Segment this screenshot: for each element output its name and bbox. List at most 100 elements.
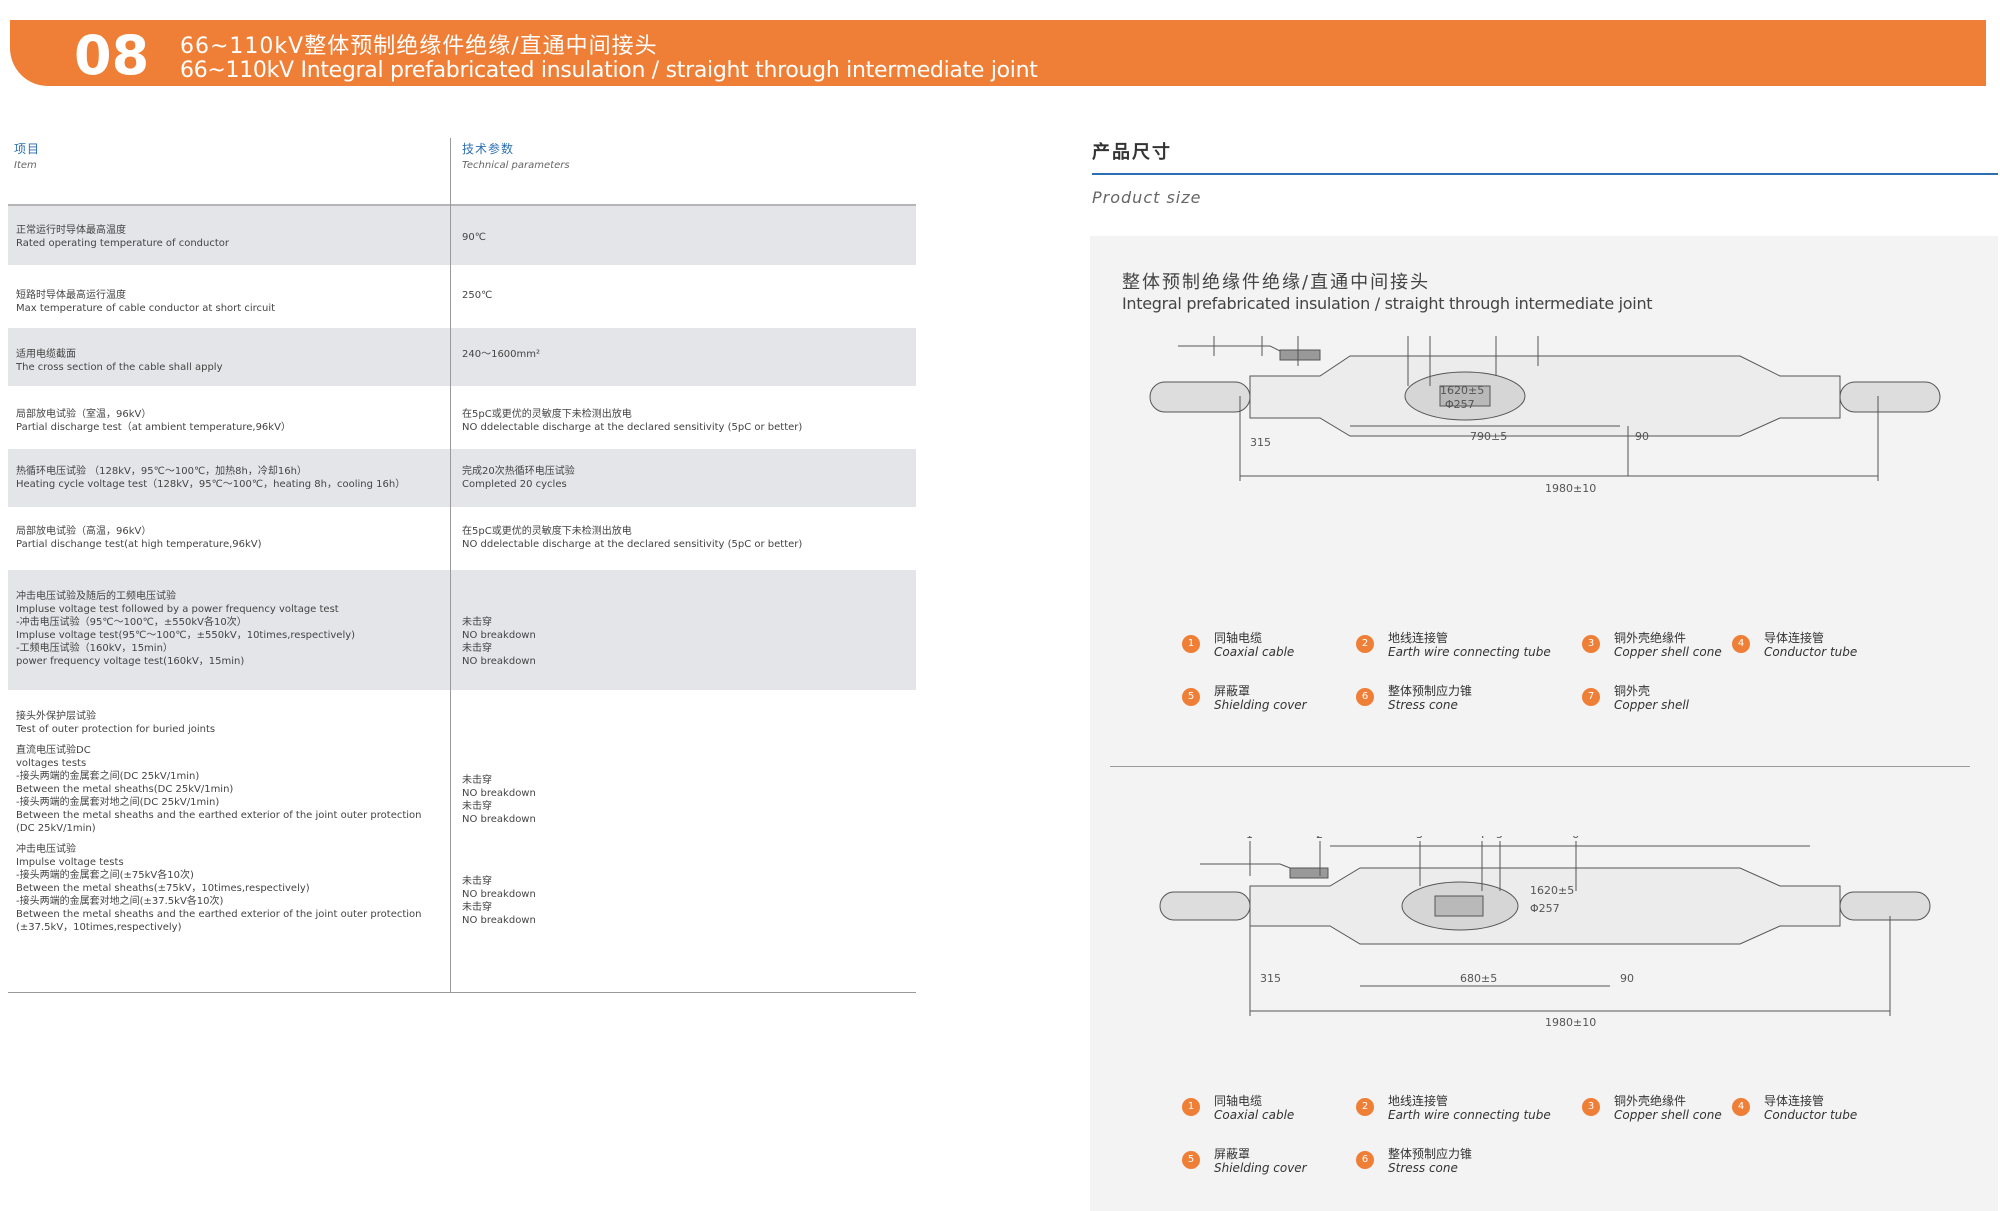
table-row: 局部放电试验（高温，96kV） Partial dischange test(a…	[8, 509, 916, 570]
row-item-en: Rated operating temperature of conductor	[16, 238, 230, 249]
legend-label-zh: 同轴电缆	[1214, 631, 1263, 645]
legend-label-zh: 整体预制应力锥	[1388, 1147, 1473, 1161]
row-line: Impulse voltage tests	[16, 857, 124, 868]
legend-label-zh: 铜外壳	[1614, 684, 1651, 698]
dim-dia: Φ257	[1445, 398, 1475, 411]
row-value: 未击穿	[462, 876, 492, 887]
row-line: -接头两端的金属套之间(±75kV各10次)	[16, 870, 194, 881]
table-bottom-rule	[8, 992, 916, 993]
row-line: power frequency voltage test(160kV，15min…	[16, 656, 245, 667]
callout: 4	[1478, 836, 1485, 841]
table-column-divider	[450, 138, 451, 993]
legend-label-zh: 同轴电缆	[1214, 1094, 1263, 1108]
row-value: NO breakdown	[462, 889, 536, 900]
row-line: (±37.5kV，10times,respectively)	[16, 922, 182, 933]
legend-label-en: Copper shell	[1614, 698, 1689, 712]
legend-number-badge: 1	[1182, 635, 1200, 653]
row-line: Impluse voltage test followed by a power…	[16, 604, 339, 615]
page-title-en: 66~110kV Integral prefabricated insulati…	[180, 58, 1038, 83]
legend-number-badge: 3	[1582, 1098, 1600, 1116]
table-row: 热循环电压试验 （128kV，95℃～100℃，加热8h，冷却16h） Heat…	[8, 449, 916, 509]
legend-label-zh: 屏蔽罩	[1214, 684, 1251, 698]
row-value: 未击穿	[462, 617, 492, 628]
dim-total: 1980±10	[1545, 1016, 1596, 1029]
technical-parameters-table: 项目 Item 技术参数 Technical parameters 正常运行时导…	[8, 130, 916, 993]
legend-label-en: Earth wire connecting tube	[1388, 645, 1551, 659]
joint-drawing-1: 1620±5 Φ257 1980±10 790±5 90 315 1 2 3 4…	[1149, 336, 1941, 495]
row-line: (DC 25kV/1min)	[16, 823, 96, 834]
legend-number-badge: 4	[1732, 1098, 1750, 1116]
row-item-en: The cross section of the cable shall app…	[16, 362, 223, 373]
legend-label-en: Copper shell cone	[1614, 645, 1722, 659]
dim-left: 315	[1260, 972, 1281, 985]
col-param-zh: 技术参数	[462, 142, 515, 156]
row-line: 直流电压试验DC	[16, 745, 91, 756]
row-value-zh: 完成20次热循环电压试验	[462, 466, 575, 477]
product-size-subtitle: Product size	[1092, 188, 1202, 207]
row-value-en: Completed 20 cycles	[462, 479, 567, 490]
dim-total: 1980±10	[1545, 482, 1596, 495]
legend-number-badge: 2	[1356, 1098, 1374, 1116]
legend-label-zh: 地线连接管	[1388, 1094, 1449, 1108]
row-line: Between the metal sheaths and the earthe…	[16, 909, 422, 920]
row-line: Between the metal sheaths(DC 25kV/1min)	[16, 784, 234, 795]
table-row: 适用电缆截面 The cross section of the cable sh…	[8, 328, 916, 388]
row-line: 冲击电压试验	[16, 844, 76, 855]
row-item-en: Partial discharge test（at ambient temper…	[16, 422, 291, 433]
row-item-zh: 适用电缆截面	[16, 349, 76, 360]
legend-label-en: Stress cone	[1388, 1161, 1458, 1175]
row-value: 90℃	[462, 232, 486, 243]
legend-label-zh: 整体预制应力锥	[1388, 684, 1473, 698]
dim-mid: 680±5	[1460, 972, 1497, 985]
legend-number-badge: 5	[1182, 1151, 1200, 1169]
legend-label-en: Coaxial cable	[1214, 1108, 1295, 1122]
row-value: NO breakdown	[462, 788, 536, 799]
row-line: 接头外保护层试验	[16, 711, 96, 722]
row-line: Test of outer protection for buried join…	[16, 724, 216, 735]
row-line: -接头两端的金属套对地之间(±37.5kV各10次)	[16, 896, 224, 907]
row-item-zh: 短路时导体最高运行温度	[16, 290, 126, 301]
dim-right: 90	[1635, 430, 1649, 443]
diagram-title-zh: 整体预制绝缘件绝缘/直通中间接头	[1122, 272, 1431, 293]
row-value: 未击穿	[462, 775, 492, 786]
legend-number-badge: 6	[1356, 688, 1374, 706]
legend-number-badge: 4	[1732, 635, 1750, 653]
dim-upper: 1620±5	[1530, 884, 1574, 897]
legend-label-zh: 铜外壳绝缘件	[1614, 1094, 1687, 1108]
row-item-en: Max temperature of cable conductor at sh…	[16, 303, 276, 314]
col-item-en: Item	[14, 160, 37, 171]
legend-label-zh: 导体连接管	[1764, 1094, 1825, 1108]
row-value: NO breakdown	[462, 630, 536, 641]
row-value-en: NO ddelectable discharge at the declared…	[462, 422, 803, 433]
product-size-title: 产品尺寸	[1092, 142, 1172, 163]
table-row: 冲击电压试验及随后的工频电压试验 Impluse voltage test fo…	[8, 570, 916, 692]
row-value: 240～1600mm²	[462, 349, 541, 360]
legend-label-en: Conductor tube	[1764, 1108, 1858, 1122]
joint-drawing-2: 1620±5 Φ257 1980±10 680±5 90 315 1 2 3 4…	[1159, 836, 1931, 1029]
callout: 6	[1572, 836, 1579, 841]
row-item-zh: 热循环电压试验 （128kV，95℃～100℃，加热8h，冷却16h）	[16, 466, 307, 477]
legend-number-badge: 3	[1582, 635, 1600, 653]
dim-right: 90	[1620, 972, 1634, 985]
legend-label-en: Stress cone	[1388, 698, 1458, 712]
row-value: 250℃	[462, 290, 493, 301]
legend-label-en: Earth wire connecting tube	[1388, 1108, 1551, 1122]
legend-label-zh: 导体连接管	[1764, 631, 1825, 645]
callout: 1	[1246, 836, 1253, 841]
row-item-zh: 局部放电试验（室温，96kV）	[16, 409, 152, 420]
product-size-rule	[1092, 173, 1998, 175]
row-line: Between the metal sheaths and the earthe…	[16, 810, 422, 821]
legend-label-zh: 铜外壳绝缘件	[1614, 631, 1687, 645]
diagram-panel: 整体预制绝缘件绝缘/直通中间接头 Integral prefabricated …	[1090, 236, 1998, 1211]
dim-dia: Φ257	[1530, 902, 1560, 915]
legend-number-badge: 7	[1582, 688, 1600, 706]
row-line: voltages tests	[16, 758, 87, 769]
callout: 2	[1316, 836, 1323, 841]
